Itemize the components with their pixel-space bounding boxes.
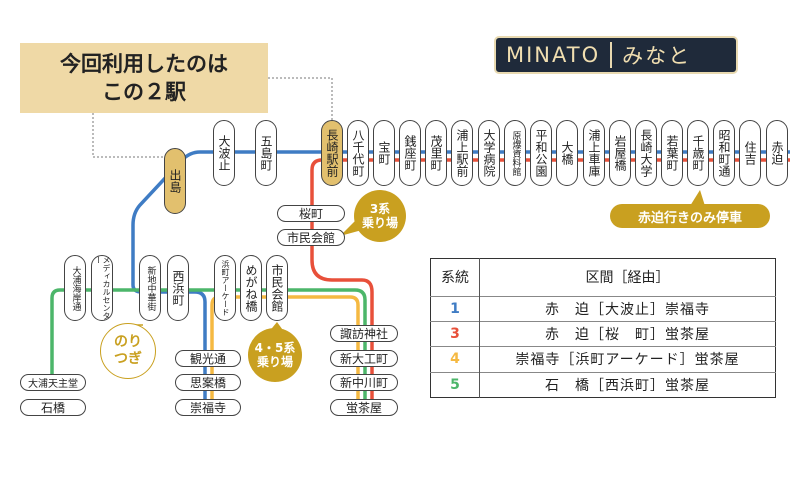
line-3-red xyxy=(310,158,790,410)
station-top-12[interactable]: 浦上車庫 xyxy=(583,120,605,186)
title-line-1: 今回利用したのは xyxy=(60,51,228,76)
station-lower-3[interactable]: 西浜町 xyxy=(167,255,189,321)
line-5-green xyxy=(50,288,367,410)
station-sofukuji[interactable]: 崇福寺 xyxy=(175,399,241,416)
legend-section: 赤 迫［大波止］崇福寺 xyxy=(479,295,776,322)
badge-text: 乗り場 xyxy=(361,216,398,230)
station-top-1[interactable]: 五島町 xyxy=(255,120,277,186)
legend-header-line: 系統 xyxy=(430,258,480,297)
station-suwajinja[interactable]: 諏訪神社 xyxy=(330,325,398,342)
station-top-19[interactable]: 赤迫 xyxy=(766,120,788,186)
station-top-8[interactable]: 大学病院 xyxy=(478,120,500,186)
station-top-18[interactable]: 住吉 xyxy=(739,120,761,186)
badge-text: 3系 xyxy=(369,201,391,216)
pointer-dotted-line xyxy=(92,113,168,158)
station-shindaikumachi[interactable]: 新大工町 xyxy=(330,350,398,367)
title-line-2: この２駅 xyxy=(102,80,186,104)
legend-line-number: 3 xyxy=(430,320,480,347)
legend-section: 赤 迫［桜 町］蛍茶屋 xyxy=(479,320,776,347)
station-top-9[interactable]: 原爆資料館 xyxy=(504,120,526,186)
logo-en: MINATO xyxy=(506,43,601,67)
station-top-15[interactable]: 若葉町 xyxy=(661,120,683,186)
station-top-3[interactable]: 八千代町 xyxy=(347,120,369,186)
line-1-blue xyxy=(131,150,790,410)
station-lower-5[interactable]: めがね橋 xyxy=(240,255,262,321)
station-top-7[interactable]: 浦上駅前 xyxy=(451,120,473,186)
legend-line-number: 1 xyxy=(430,295,480,322)
badge-text: つぎ xyxy=(114,351,142,367)
station-top-13[interactable]: 岩屋橋 xyxy=(609,120,631,186)
logo-divider xyxy=(610,42,613,68)
station-lower-0[interactable]: 大浦海岸通 xyxy=(64,255,86,321)
station-kankodori[interactable]: 観光通 xyxy=(175,350,241,367)
badge-text: のり xyxy=(114,334,142,351)
station-oura-tenshudo[interactable]: 大浦天主堂 xyxy=(20,374,86,391)
legend-header-section: 区間［経由］ xyxy=(585,270,670,287)
logo-jp: みなと xyxy=(622,44,692,68)
line-3-platform-badge: 3系 乗り場 xyxy=(354,190,406,242)
station-top-17[interactable]: 昭和町通 xyxy=(713,120,735,186)
station-top-0[interactable]: 大波止 xyxy=(213,120,235,186)
station-top-5[interactable]: 銭座町 xyxy=(399,120,421,186)
minato-logo: MINATO みなと xyxy=(494,36,738,74)
akasako-only-note: 赤迫行きのみ停車 xyxy=(610,204,770,228)
station-top-2[interactable]: 長崎駅前 xyxy=(321,120,343,186)
station-ishibashi[interactable]: 石橋 xyxy=(20,399,86,416)
station-shianbashi[interactable]: 思案橋 xyxy=(175,374,241,391)
legend-line-number: 4 xyxy=(430,346,480,373)
station-lower-1[interactable]: メディカルセンター xyxy=(91,255,113,321)
station-shiminkaikan-red[interactable]: 市民会館 xyxy=(277,229,345,246)
pointer-dotted-line xyxy=(268,77,333,120)
station-lower-6[interactable]: 市民会館 xyxy=(266,255,288,321)
line-45-platform-badge: 4・5系 乗り場 xyxy=(248,328,302,382)
legend-section: 崇福寺［浜町アーケード］蛍茶屋 xyxy=(479,346,776,373)
station-top-11[interactable]: 大橋 xyxy=(556,120,578,186)
station-sakuramachi[interactable]: 桜町 xyxy=(277,205,345,222)
station-shinnakagawamachi[interactable]: 新中川町 xyxy=(330,374,398,391)
badge-text: 乗り場 xyxy=(256,355,293,369)
station-top-14[interactable]: 長崎大学 xyxy=(635,120,657,186)
station-hotarujaya[interactable]: 蛍茶屋 xyxy=(330,399,398,416)
station-top-4[interactable]: 宝町 xyxy=(373,120,395,186)
station-lower-4[interactable]: 浜町アーケード xyxy=(214,255,236,321)
badge-text: 4・5系 xyxy=(254,340,296,355)
station-top-16[interactable]: 千歳町 xyxy=(687,120,709,186)
transfer-badge: のり つぎ xyxy=(100,323,156,379)
station-top-10[interactable]: 平和公園 xyxy=(530,120,552,186)
station-lower-2[interactable]: 新地中華街 xyxy=(139,255,161,321)
callout-tail xyxy=(690,190,705,206)
station-top-6[interactable]: 茂里町 xyxy=(425,120,447,186)
legend-section: 石 橋［西浜町］蛍茶屋 xyxy=(479,371,776,398)
legend-line-number: 5 xyxy=(430,371,480,398)
station-dejima[interactable]: 出島 xyxy=(164,148,186,214)
title-box: 今回利用したのは この２駅 xyxy=(20,43,268,113)
